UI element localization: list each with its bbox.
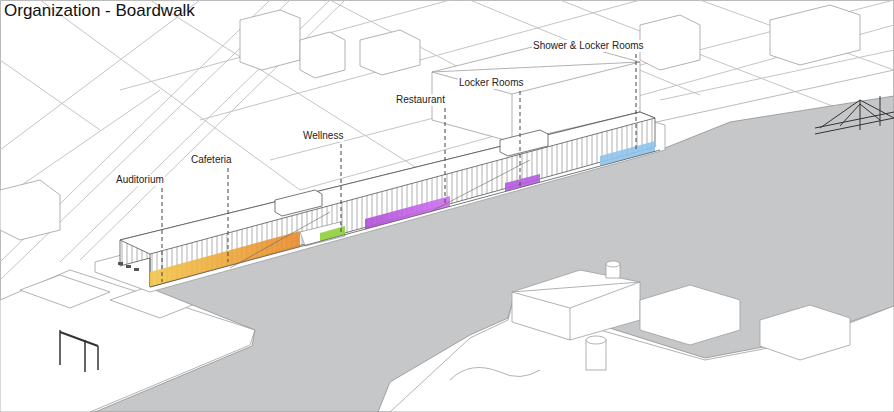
callout-label: Wellness: [302, 130, 344, 142]
opposite-bank: [390, 261, 894, 412]
boardwalk-building: [95, 112, 665, 292]
callout-label: Locker Rooms: [458, 77, 524, 89]
callout-label: Auditorium: [115, 174, 165, 186]
callout-label: Shower & Locker Rooms: [532, 40, 645, 52]
callout-label: Cafeteria: [190, 154, 233, 166]
river: [95, 96, 894, 412]
diagram-title: Organization - Boardwalk: [4, 1, 195, 21]
callout-label: Restaurant: [395, 94, 446, 106]
leader-lines: [162, 54, 636, 282]
